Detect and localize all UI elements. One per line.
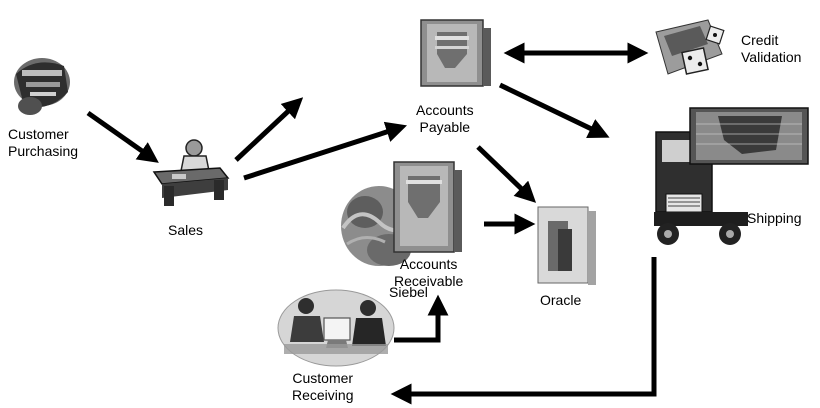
dice-gamble-icon	[648, 14, 734, 86]
label-sales-text: Sales	[168, 222, 204, 238]
arrow-sales-to-payable-lower	[243, 121, 407, 181]
arrow-payable-to-oracle	[476, 145, 537, 203]
arrow-sales-to-payable-upper	[234, 97, 304, 162]
arrow-receiving-to-siebel	[394, 294, 449, 343]
label-shipping: Shipping	[747, 210, 802, 227]
label-customer-purchasing-line1: Customer	[8, 126, 69, 142]
database-tower-icon	[536, 205, 598, 287]
label-siebel-text: Siebel	[389, 284, 428, 300]
label-sales: Sales	[168, 222, 203, 239]
computer-system-icon	[415, 18, 495, 90]
label-customer-purchasing-line2: Purchasing	[8, 143, 79, 159]
label-accounts-receivable-line2: Receivable	[394, 273, 464, 289]
receivable-computer-icon	[388, 160, 468, 256]
label-credit-validation-line1: Credit	[741, 32, 779, 48]
arrow-purchasing-to-sales	[86, 110, 159, 163]
arrow-shipping-to-customer-receiving	[390, 257, 657, 405]
label-oracle: Oracle	[540, 292, 581, 309]
shopping-figure-icon	[6, 52, 74, 120]
label-shipping-text: Shipping	[747, 210, 802, 226]
delivery-truck-icon	[652, 104, 812, 250]
label-oracle-text: Oracle	[540, 292, 582, 308]
label-accounts-receivable-line1: Accounts	[399, 256, 458, 272]
label-customer-purchasing: Customer Purchasing	[8, 126, 78, 160]
arrow-payable-to-shipping	[498, 82, 610, 139]
label-accounts-payable-line1: Accounts	[416, 102, 474, 118]
salesperson-at-desk-icon	[150, 138, 232, 210]
label-accounts-payable-line2: Payable	[419, 119, 471, 135]
label-credit-validation: Credit Validation	[741, 32, 801, 66]
label-customer-receiving-line2: Receiving	[292, 387, 354, 403]
label-siebel: Siebel	[389, 284, 428, 301]
label-accounts-payable: Accounts Payable	[416, 102, 474, 136]
label-customer-receiving-line1: Customer	[292, 370, 354, 386]
label-credit-validation-line2: Validation	[741, 49, 802, 65]
meeting-people-icon	[276, 284, 396, 368]
label-customer-receiving: Customer Receiving	[292, 370, 353, 404]
label-accounts-receivable: Accounts Receivable	[394, 256, 463, 290]
